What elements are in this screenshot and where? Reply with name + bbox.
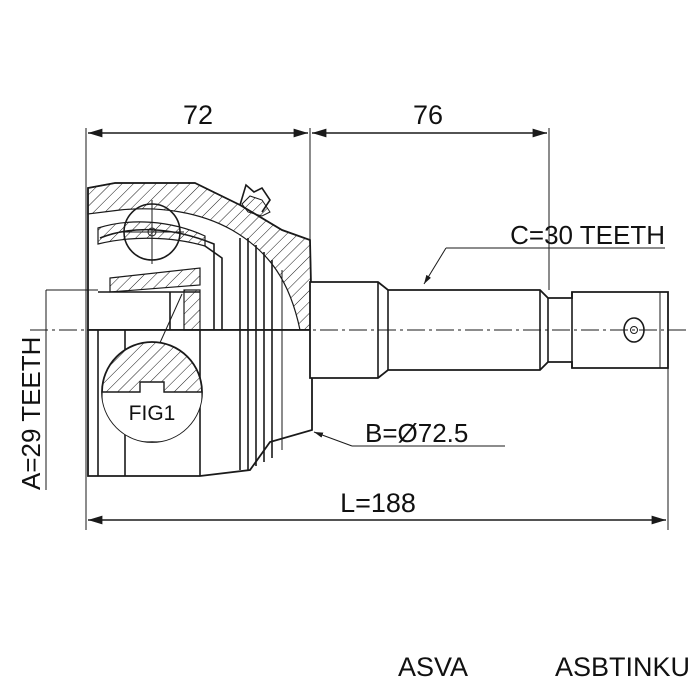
inner-spline-label: A=29 TEETH (16, 337, 46, 490)
inner-spline-callout: A=29 TEETH (16, 289, 98, 490)
fig1-label: FIG1 (129, 402, 176, 425)
dimension-72: 72 (88, 100, 308, 138)
dimension-overall: L=188 (88, 488, 666, 525)
part-number: ASBTINKU (555, 652, 690, 682)
abs-diameter-callout: B=Ø72.5 (313, 418, 505, 448)
abs-diameter-label: B=Ø72.5 (365, 418, 468, 448)
dimension-72-label: 72 (183, 100, 213, 130)
dimension-76: 76 (312, 100, 547, 138)
outer-spline-label: C=30 TEETH (510, 220, 665, 250)
overall-length-label: L=188 (340, 488, 416, 518)
brand-name: ASVA (398, 652, 468, 682)
dimension-76-label: 76 (413, 100, 443, 130)
outer-spline-callout: C=30 TEETH (423, 220, 665, 285)
